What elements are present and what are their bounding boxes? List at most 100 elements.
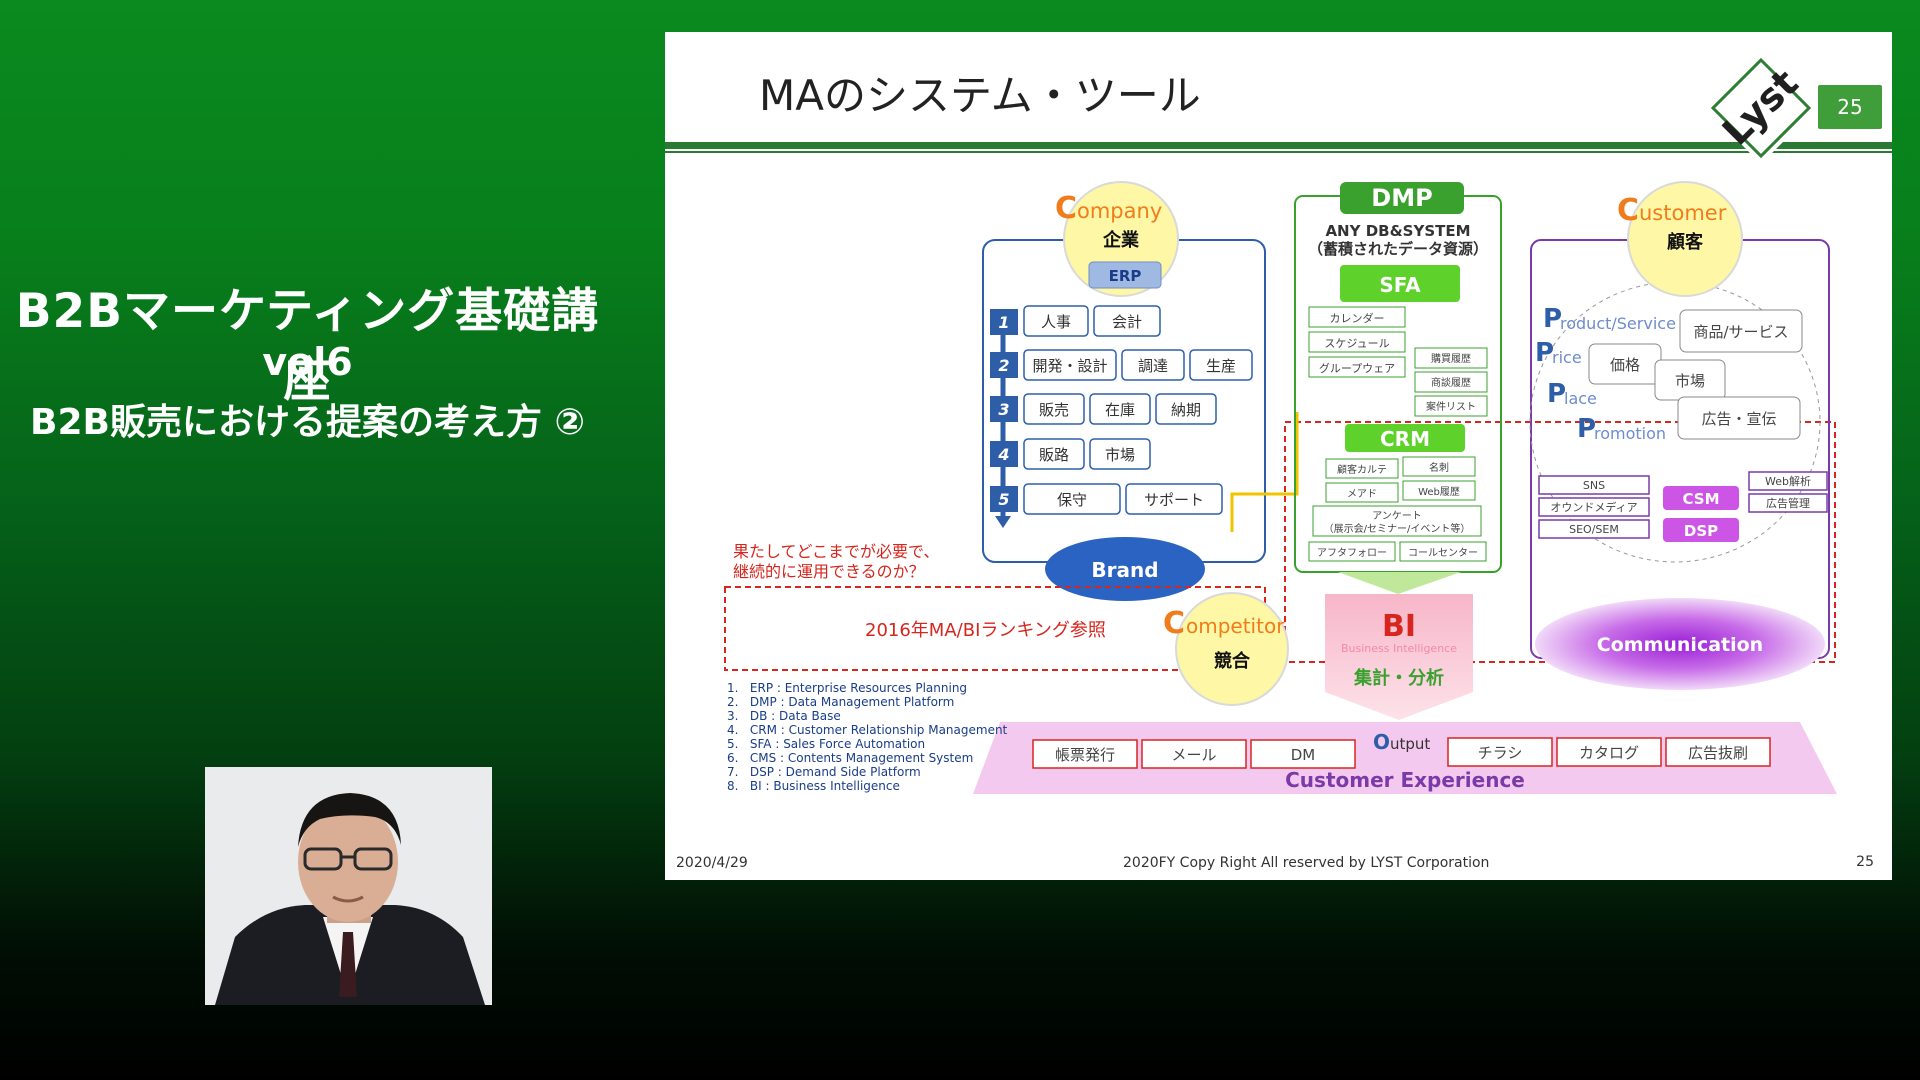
p-price-label: rice: [1552, 348, 1582, 367]
output-item-dm: [1250, 739, 1356, 769]
svg-text:P: P: [1535, 338, 1554, 368]
svg-text:アンケート: アンケート: [1372, 510, 1422, 522]
svg-text:帳票発行: 帳票発行: [1055, 746, 1115, 764]
svg-text:広告抜刷: 広告抜刷: [1688, 744, 1748, 762]
sfa-badge: [1340, 265, 1460, 302]
step-1-num: 1: [998, 313, 1009, 332]
communication-label: Communication: [1597, 634, 1763, 656]
customer-title: ustomer: [1639, 201, 1727, 225]
svg-text:生産: 生産: [1206, 357, 1236, 375]
customer-frame: [1530, 239, 1830, 659]
crm-item-afterfollow: [1308, 541, 1396, 562]
svg-text:DSP: DSP: [1684, 522, 1718, 540]
step-1-item-2: [1093, 305, 1161, 337]
step-3-item-2: [1089, 393, 1151, 425]
svg-text:調達: 調達: [1138, 357, 1168, 375]
p-product-label: roduct/Service: [1560, 314, 1676, 333]
svg-text:在庫: 在庫: [1105, 401, 1135, 419]
competitor-connector: [1230, 412, 1299, 532]
step-1-badge: [990, 309, 1018, 335]
svg-text:CRM: CRM: [1380, 427, 1430, 451]
glossary-item: 6. CMS : Contents Management System: [727, 751, 973, 765]
svg-text:2: 2: [998, 356, 1009, 375]
sfa-item-cases: [1414, 395, 1488, 417]
step-5-badge: [990, 486, 1018, 512]
crm-item-karte: [1325, 458, 1399, 479]
step-4-item-1: [1023, 438, 1085, 470]
ranking-text: 2016年MA/BIランキング参照: [865, 620, 1106, 641]
competitor-circle: [1175, 592, 1289, 706]
output-item-catalog: [1556, 737, 1662, 767]
page-badge: 25: [1818, 85, 1882, 129]
svg-text:販売: 販売: [1039, 401, 1069, 419]
sfa-item-calendar: [1308, 306, 1406, 328]
glossary-item: 3. DB : Data Base: [727, 709, 841, 723]
presenter-avatar: [205, 767, 492, 1005]
svg-text:名刺: 名刺: [1429, 461, 1449, 474]
svg-text:C: C: [1617, 193, 1639, 228]
p-box-product: [1679, 309, 1803, 353]
glossary-item: 4. CRM : Customer Relationship Managemen…: [727, 723, 1008, 737]
step-5-item-1: [1023, 483, 1121, 515]
svg-text:O: O: [1373, 730, 1390, 754]
svg-text:P: P: [1543, 304, 1562, 334]
step-5-item-2: [1125, 483, 1223, 515]
svg-text:商品/サービス: 商品/サービス: [1693, 323, 1788, 341]
crm-item-survey: [1312, 505, 1482, 537]
crm-item-webhistory: [1402, 480, 1476, 501]
output-item-reprint: [1665, 737, 1771, 767]
customer-dashed-circle: [1529, 281, 1821, 563]
step-4-item-2: [1089, 438, 1151, 470]
sfa-item-groupware: [1308, 356, 1406, 378]
communication-ellipse: [1535, 598, 1825, 690]
output-label: utput: [1390, 735, 1430, 753]
footer-date: 2020/4/29: [676, 855, 748, 871]
svg-text:商談履歴: 商談履歴: [1431, 376, 1471, 389]
competitor-subtitle: 競合: [1214, 650, 1251, 672]
presentation-slide: MAのシステム・ツール Lyst 25 C ompany 企業 ERP: [665, 32, 1892, 880]
svg-text:（展示会/セミナー/イベント等）: （展示会/セミナー/イベント等）: [1324, 522, 1471, 535]
tag-ad-management: [1748, 493, 1828, 513]
output-item-mail: [1141, 739, 1247, 769]
svg-text:DMP: DMP: [1371, 184, 1432, 212]
step-4-badge: [990, 441, 1018, 467]
competitor-title: ompetitor: [1186, 614, 1285, 638]
ma-diagram: C ompany 企業 ERP 1 人事 会計 2 開発・設計 調達 生産 3 …: [724, 181, 1837, 794]
svg-text:人事: 人事: [1041, 313, 1071, 331]
svg-text:保守: 保守: [1057, 491, 1087, 509]
p-place-label: lace: [1564, 389, 1597, 408]
svg-text:SFA: SFA: [1379, 273, 1421, 297]
svg-text:SNS: SNS: [1583, 479, 1605, 492]
brand-label: Brand: [1091, 558, 1158, 582]
svg-text:広告管理: 広告管理: [1766, 496, 1810, 510]
erp-label: ERP: [1109, 267, 1142, 285]
tag-seo-sem: [1538, 519, 1650, 539]
sfa-item-purchase: [1414, 347, 1488, 369]
glossary-item: 8. BI : Business Intelligence: [727, 779, 900, 793]
bi-title: BI: [1382, 609, 1416, 644]
lyst-logo: Lyst: [1705, 52, 1817, 164]
customer-circle: [1627, 181, 1743, 297]
svg-text:会計: 会計: [1112, 313, 1142, 331]
svg-text:カタログ: カタログ: [1579, 744, 1639, 762]
bi-shape: [1325, 594, 1473, 720]
crm-item-meishi: [1402, 456, 1476, 477]
svg-text:Web履歴: Web履歴: [1418, 486, 1460, 498]
glossary-item: 5. SFA : Sales Force Automation: [727, 737, 925, 751]
slide-title: MAのシステム・ツール: [759, 71, 1201, 120]
course-volume: vol6: [262, 340, 353, 384]
company-initial: C: [1055, 191, 1077, 226]
step-2-badge: [990, 352, 1018, 378]
footer-copyright: 2020FY Copy Right All reserved by LYST C…: [1123, 855, 1490, 871]
svg-text:納期: 納期: [1171, 401, 1201, 419]
svg-text:アフタフォロー: アフタフォロー: [1317, 547, 1387, 559]
customer-subtitle: 顧客: [1667, 231, 1704, 253]
tag-web-analytics: [1748, 471, 1828, 491]
dmp-to-bi-arrow: [1338, 572, 1461, 594]
svg-text:市場: 市場: [1675, 372, 1705, 390]
crm-item-callcenter: [1399, 541, 1487, 562]
erp-badge: [1088, 261, 1162, 289]
svg-text:スケジュール: スケジュール: [1324, 337, 1389, 350]
svg-text:SEO/SEM: SEO/SEM: [1569, 523, 1619, 536]
p-promotion-label: romotion: [1594, 424, 1666, 443]
